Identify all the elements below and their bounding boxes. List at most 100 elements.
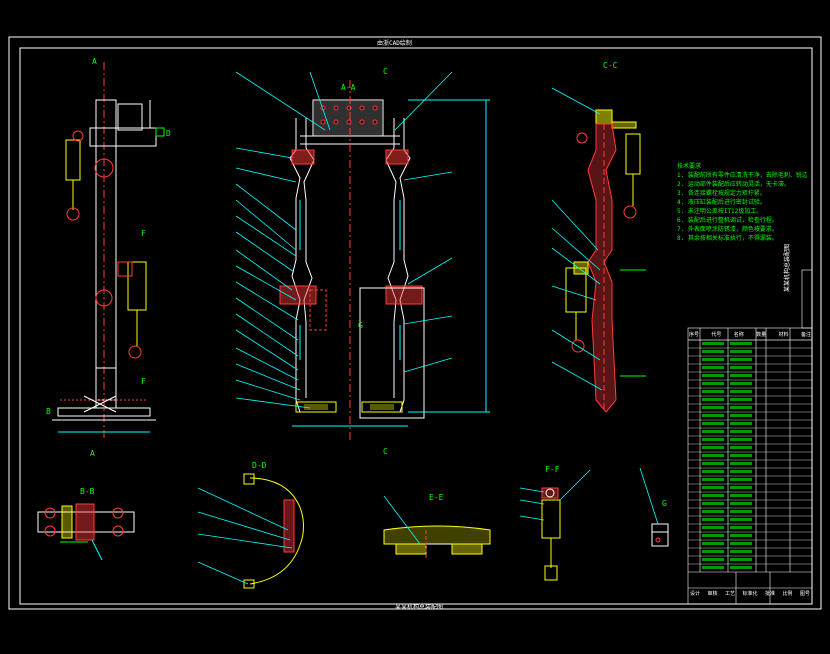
view-label-a-top: A (92, 57, 97, 66)
view-label-a-bottom: A (90, 449, 95, 458)
bom-row-text-mark (730, 342, 752, 345)
bom-row-text-mark (702, 470, 724, 473)
notes-line: 1. 装配前所有零件应清洗干净，去除毛刺、锐边。 (677, 172, 807, 179)
section-aa-assembly (279, 80, 490, 440)
view-label-d: D (166, 129, 171, 138)
view-label-f-top: F (141, 229, 146, 238)
notes-line: 5. 未注明公差按IT12级加工。 (677, 208, 763, 215)
leader-lines-cc (551, 87, 603, 391)
bom-row-text-mark (702, 486, 724, 489)
bom-row-text-mark (702, 446, 724, 449)
bom-row-text-mark (730, 566, 752, 569)
bom-row-text-mark (702, 398, 724, 401)
drawing-top-title: 由浙CAD绘制 (377, 40, 412, 47)
bom-row-text-mark (730, 358, 752, 361)
bom-row-text-mark (702, 526, 724, 529)
bom-row-text-mark (730, 446, 752, 449)
notes-line: 3. 各连接螺栓按规定力矩拧紧。 (677, 190, 766, 197)
bom-row-text-mark (702, 558, 724, 561)
bom-header-cell: 代号 (711, 332, 722, 338)
bom-row-text-mark (702, 502, 724, 505)
bom-row-text-mark (730, 558, 752, 561)
bom-row-text-mark (730, 502, 752, 505)
bom-row-text-mark (702, 478, 724, 481)
bom-row-text-mark (730, 366, 752, 369)
bom-row-text-mark (702, 454, 724, 457)
bom-row-text-mark (702, 350, 724, 353)
bom-footer-cell: 标准化 (742, 591, 758, 597)
bom-row-text-mark (702, 510, 724, 513)
bom-header: 序号 代号 名称 数量 材料 备注 (689, 331, 811, 338)
bom-row-text-mark (702, 494, 724, 497)
view-label-cc: C-C (603, 61, 618, 70)
bom-row-text-mark (702, 438, 724, 441)
bom-row-text-mark (730, 374, 752, 377)
bom-row-text-mark (730, 542, 752, 545)
bom-row-text-mark (702, 566, 724, 569)
bom-row-text-mark (730, 510, 752, 513)
bom-row-text-mark (702, 382, 724, 385)
bom-row-text-mark (730, 478, 752, 481)
view-label-c-bottom: C (383, 447, 388, 456)
bom-footer-cell: 批准 (764, 591, 775, 597)
bom-header-cell: 数量 (756, 332, 767, 338)
detail-g (639, 467, 669, 547)
bom-row-text-mark (702, 374, 724, 377)
bom-row-text-mark (730, 414, 752, 417)
bom-row-text-mark (702, 534, 724, 537)
bom-row-text-mark (730, 518, 752, 521)
bom-row-text-mark (730, 462, 752, 465)
bom-header-cell: 名称 (733, 332, 744, 338)
bom-row-text-mark (730, 494, 752, 497)
drawing-frame (8, 36, 822, 610)
bom-row-text-mark (702, 462, 724, 465)
bom-footer-cell: 工艺 (724, 591, 735, 597)
bom-footer-cell: 比例 (782, 591, 793, 597)
bom-row-text-mark (730, 350, 752, 353)
notes-line: 4. 液压缸装配后进行密封试验。 (677, 199, 766, 206)
bom-footer-cell: 设计 (690, 591, 701, 597)
bom-row-text-mark (702, 366, 724, 369)
view-label-dd: D-D (252, 461, 267, 470)
bom-row-text-mark (730, 550, 752, 553)
bom-header-cell: 序号 (689, 332, 700, 338)
front-view-assembly (52, 62, 165, 440)
bom-row-text-mark (730, 534, 752, 537)
detail-dd (197, 473, 304, 589)
view-label-b-left: B (46, 407, 51, 416)
notes-title: 技术要求 (677, 163, 702, 170)
bom-footer-cell: 审核 (707, 591, 718, 597)
side-title: 某某机构总装配图 (784, 243, 791, 292)
bom-rows (688, 339, 812, 569)
bom-row-text-mark (702, 358, 724, 361)
view-label-ee: E-E (429, 493, 444, 502)
view-label-aa: A-A (341, 83, 356, 92)
notes-line: 8. 其余按相关标准执行，不得漏装。 (677, 235, 778, 242)
bom-row-text-mark (730, 422, 752, 425)
bom-row-text-mark (702, 342, 724, 345)
bom-row-text-mark (702, 518, 724, 521)
view-label-bb: B-B (80, 487, 95, 496)
view-label-f-bottom: F (141, 377, 146, 386)
view-label-g-inner: G (358, 321, 363, 330)
bom-row-text-mark (730, 430, 752, 433)
bom-row-text-mark (730, 406, 752, 409)
bom-header-cell: 材料 (778, 332, 789, 338)
view-label-g-detail: G (662, 499, 667, 508)
notes-line: 6. 装配后进行整机调试，检查行程。 (677, 217, 778, 224)
leader-lines-aa (235, 71, 453, 409)
view-label-c-top: C (383, 67, 388, 76)
bom-row-text-mark (702, 422, 724, 425)
bom-row-text-mark (730, 382, 752, 385)
bom-row-text-mark (730, 438, 752, 441)
bom-footer: 设计 审核 工艺 标准化 批准 比例 图号 (690, 590, 810, 597)
bom-side-strip (801, 269, 813, 329)
bom-row-text-mark (730, 486, 752, 489)
detail-bb (37, 503, 135, 561)
bom-row-text-mark (702, 542, 724, 545)
drawing-bottom-title: 某某机构总装配图 (395, 604, 444, 611)
bom-row-text-mark (730, 526, 752, 529)
bom-row-text-mark (702, 430, 724, 433)
view-label-ff: F-F (545, 465, 560, 474)
